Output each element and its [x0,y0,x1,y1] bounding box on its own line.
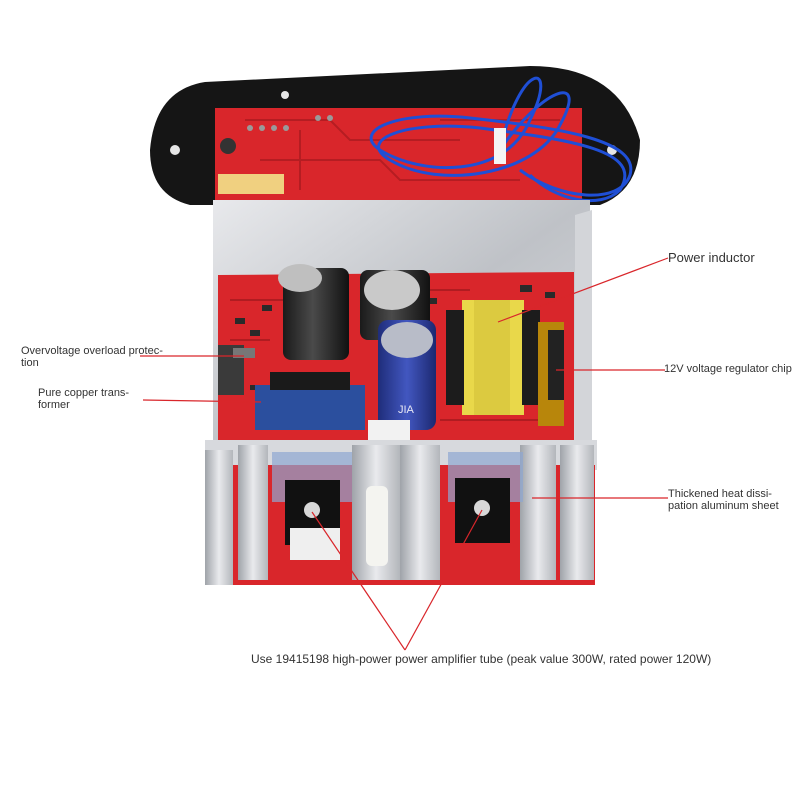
label-heatsink: Thickened heat dissi- pation aluminum sh… [668,488,779,512]
pcb-contacts [247,115,333,131]
blue-wire-loop [369,76,633,203]
power-tube-left [272,452,352,560]
chassis-right-flange [575,210,592,445]
mounting-hole [170,145,180,155]
callout-line-tube-left [311,511,406,651]
label-overvoltage-line1: Overvoltage overload protec- [21,345,163,357]
inductor-core [474,300,510,415]
callout-line-transformer [142,399,262,403]
label-power-inductor: Power inductor [668,250,755,265]
callout-line-tube-right [404,509,483,651]
callout-lines [140,257,669,651]
label-regulator-text: 12V voltage regulator chip [664,363,792,375]
pcb-screw [220,138,236,154]
regulator-chip [548,330,564,400]
fuse-element [233,348,255,358]
label-heatsink-line1: Thickened heat dissi- [668,488,772,500]
label-amplifier-tube-text: Use 19415198 high-power power amplifier … [251,652,712,666]
label-transformer-line2: former [38,399,70,411]
pcb-traces [245,119,560,190]
control-pcb [215,108,582,200]
label-power-inductor-text: Power inductor [668,250,755,265]
mounting-hole [281,91,289,99]
transformer-base [270,372,350,390]
label-regulator-chip: 12V voltage regulator chip [664,363,792,375]
label-heatsink-line2: pation aluminum sheet [668,500,779,512]
label-overvoltage-protection: Overvoltage overload protec- tion [21,345,163,369]
callout-line-power-inductor [497,257,669,323]
copper-transformer [255,385,365,430]
label-transformer-line1: Pure copper trans- [38,387,130,399]
label-copper-transformer: Pure copper trans- former [38,387,129,411]
pcb-label-pad [218,174,284,194]
inductor-frame-right [522,310,540,405]
capacitor-top-center [364,270,420,310]
inductor-frame-left [446,310,464,405]
label-amplifier-tube: Use 19415198 high-power power amplifier … [251,653,711,666]
capacitor-top-left [278,264,322,292]
label-overvoltage-line2: tion [21,357,39,369]
cable-tie [494,128,506,164]
capacitor-blue-top [381,322,433,358]
power-tube-right [448,452,523,543]
heatsink [205,440,597,585]
capacitor-marking: JIA [398,404,415,416]
